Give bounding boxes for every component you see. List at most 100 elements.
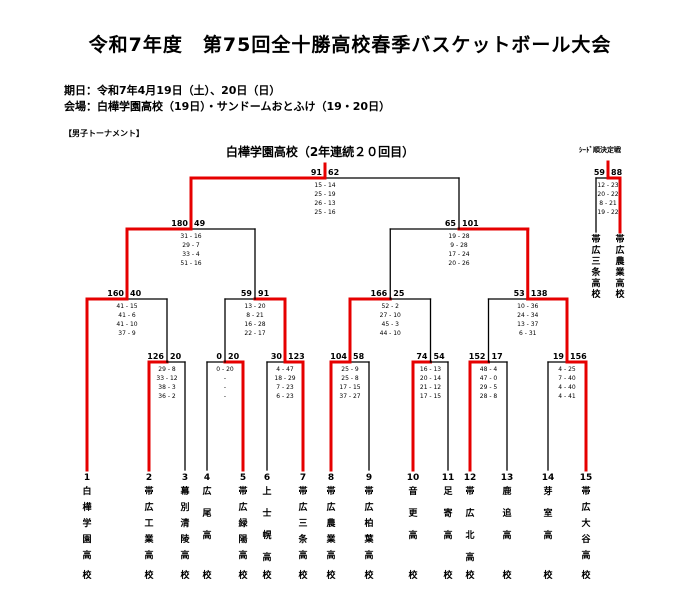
quarter-score: 27 - 10 <box>380 312 401 319</box>
team-name-char: 柏 <box>364 517 373 529</box>
page-title: 令和7年度 第75回全十勝高校春季バスケットボール大会 <box>88 34 612 56</box>
match-score-right: 138 <box>531 289 548 298</box>
team-number: 14 <box>542 473 555 483</box>
team-name-char: 別 <box>179 501 189 513</box>
quarter-score: 20 - 26 <box>448 260 469 267</box>
seed-playoff-label: ｼｰﾄﾞ順決定戦 <box>579 146 621 154</box>
quarter-score: 13 - 20 <box>244 303 265 310</box>
seed-team-name-char: 条 <box>590 266 601 278</box>
team-name-char: 尾 <box>201 508 211 519</box>
team-name-char: 葉 <box>363 533 374 545</box>
quarter-score: 41 - 15 <box>116 303 137 310</box>
team-name-char: 幌 <box>262 529 271 541</box>
team-name-char: 校 <box>443 569 453 581</box>
seed-team-name-char: 業 <box>614 266 625 278</box>
quarter-score: 19 - 28 <box>448 233 469 240</box>
quarter-score: 8 - 21 <box>246 312 264 319</box>
team-name-char: 樺 <box>82 501 91 513</box>
team-name-char: 白 <box>82 485 91 497</box>
team-name-char: 上 <box>262 485 271 497</box>
team-name-char: 校 <box>202 569 212 581</box>
quarter-score: 4 - 41 <box>558 393 576 400</box>
team-name-char: 広 <box>144 501 153 513</box>
match-score-left: 74 <box>416 352 428 361</box>
quarter-score: 7 - 23 <box>276 384 294 391</box>
match-score-left: 0 <box>216 352 222 361</box>
quarter-score: 16 - 13 <box>420 366 441 373</box>
team-name-char: 校 <box>408 569 418 581</box>
quarter-score: 7 - 40 <box>558 375 576 382</box>
seed-team-name-char: 農 <box>615 255 625 267</box>
team-name-char: 校 <box>144 569 154 581</box>
quarter-score: 33 - 12 <box>156 375 177 382</box>
quarter-score: 10 - 36 <box>517 303 538 310</box>
team-name-char: 高 <box>326 549 335 561</box>
team-name-char: 高 <box>202 529 211 541</box>
match-score-right: 58 <box>353 352 365 361</box>
quarter-score: 29 - 5 <box>480 384 498 391</box>
quarter-score: 37 - 9 <box>118 330 136 337</box>
team-number: 12 <box>464 473 477 483</box>
quarter-score: 15 - 14 <box>314 182 335 189</box>
team-name-char: 高 <box>144 549 153 561</box>
quarter-score: 25 - 16 <box>314 209 335 216</box>
quarter-score: 25 - 9 <box>341 366 359 373</box>
seed-team-name-char: 校 <box>615 288 625 300</box>
quarter-score: 29 - 8 <box>158 366 176 373</box>
team-number: 3 <box>182 473 188 483</box>
quarter-score: 25 - 19 <box>314 191 335 198</box>
seed-quarter-score: 19 - 22 <box>597 209 618 216</box>
quarter-score: 45 - 3 <box>382 321 400 328</box>
match-score-left: 166 <box>371 289 388 298</box>
quarter-score: - <box>224 384 226 391</box>
team-name-char: 高 <box>364 549 373 561</box>
team-name-char: 室 <box>543 507 552 519</box>
quarter-score: 37 - 27 <box>339 393 360 400</box>
team-name-char: 帯 <box>326 485 335 497</box>
quarter-score: 31 - 16 <box>180 233 201 240</box>
team-name-char: 校 <box>502 569 512 581</box>
match-score-left: 91 <box>311 168 323 177</box>
team-name-char: 広 <box>465 507 474 519</box>
team-name-char: 高 <box>298 549 307 561</box>
team-name-char: 陵 <box>180 533 190 545</box>
quarter-score: 52 - 2 <box>382 303 400 310</box>
champion-label: 白樺学園高校（2年連続２０回目） <box>225 145 415 159</box>
team-name-char: 清 <box>180 517 189 529</box>
seed-team-name-char: 校 <box>591 288 601 300</box>
match-score-right: 25 <box>393 289 405 298</box>
quarter-score: 20 - 14 <box>420 375 441 382</box>
team-number: 7 <box>300 473 306 483</box>
team-name-char: 更 <box>408 508 418 519</box>
match-score-left: 19 <box>553 352 565 361</box>
seed-quarter-score: 20 - 22 <box>597 191 618 198</box>
match-score-left: 104 <box>330 352 347 361</box>
team-name-char: 校 <box>364 569 374 581</box>
team-name-char: 校 <box>262 569 272 581</box>
team-number: 1 <box>84 473 90 483</box>
team-name-char: 高 <box>581 549 590 561</box>
team-name-char: 校 <box>298 569 308 581</box>
match-score-right: 20 <box>170 352 182 361</box>
team-name-char: 高 <box>262 551 271 563</box>
team-name-char: 谷 <box>581 533 591 545</box>
quarter-score: 17 - 24 <box>448 251 469 258</box>
quarter-score: 36 - 2 <box>158 393 176 400</box>
quarter-score: 41 - 6 <box>118 312 136 319</box>
seed-team-name-char: 帯 <box>591 233 600 245</box>
quarter-score: 41 - 10 <box>116 321 137 328</box>
seed-quarter-score: 12 - 23 <box>597 182 618 189</box>
match-score-right: 17 <box>492 352 503 361</box>
team-number: 15 <box>580 473 593 483</box>
quarter-score: 33 - 4 <box>182 251 200 258</box>
team-name-char: 学 <box>82 517 91 529</box>
match-score-right: 40 <box>130 289 142 298</box>
team-name-char: 帯 <box>364 485 373 497</box>
seed-team-name-char: 高 <box>591 277 600 289</box>
team-name-char: 大 <box>581 517 590 529</box>
team-number: 6 <box>264 473 270 483</box>
team-name-char: 広 <box>581 501 590 513</box>
team-name-char: 足 <box>443 486 453 497</box>
quarter-score: 24 - 34 <box>517 312 538 319</box>
quarter-score: 6 - 31 <box>519 330 537 337</box>
